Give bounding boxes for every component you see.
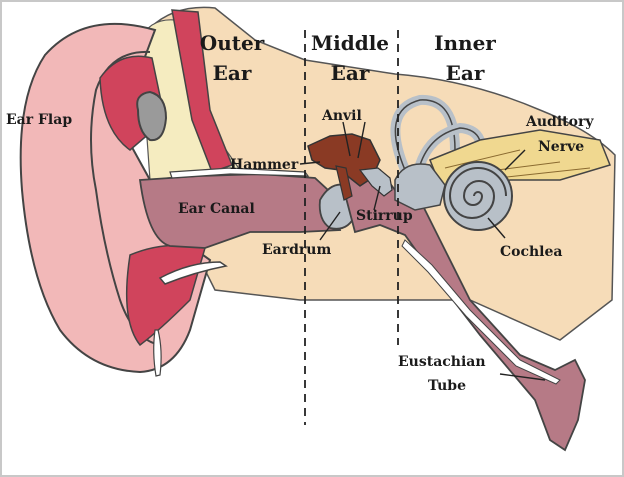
cochlea-shape: [443, 161, 513, 231]
pointer-lines: [299, 121, 546, 381]
stirrup-bone: [358, 167, 393, 197]
section-inner-line1: Inner: [434, 31, 496, 55]
label-stirrup: Stirrup: [356, 208, 413, 224]
label-eardrum: Eardrum: [262, 242, 331, 258]
cartilage-band: [171, 9, 233, 173]
hammer-handle: [335, 165, 353, 201]
tube-lining: [401, 239, 561, 385]
section-inner-line2: Ear: [446, 61, 485, 85]
section-outer-line1: Outer: [200, 31, 265, 55]
label-anvil: Anvil: [321, 108, 362, 124]
label-cochlea: Cochlea: [500, 244, 562, 260]
label-nerve: Nerve: [538, 139, 584, 155]
canal-lining: [169, 167, 310, 179]
lobe-slit: [158, 261, 228, 285]
lobe-tip: [153, 329, 162, 377]
section-middle-line2: Ear: [331, 61, 370, 85]
label-eustachian: Eustachian: [398, 354, 486, 370]
section-outer-line2: Ear: [213, 61, 252, 85]
label-ear-flap: Ear Flap: [6, 112, 72, 128]
ear-canal-shape: [138, 173, 342, 249]
label-tube: Tube: [428, 378, 466, 394]
concha-hollow: [136, 90, 168, 142]
label-auditory: Auditory: [525, 114, 594, 130]
section-middle-line1: Middle: [311, 31, 389, 55]
label-ear-canal: Ear Canal: [178, 201, 255, 217]
vestibule: [394, 163, 446, 211]
label-hammer: Hammer: [230, 157, 299, 173]
